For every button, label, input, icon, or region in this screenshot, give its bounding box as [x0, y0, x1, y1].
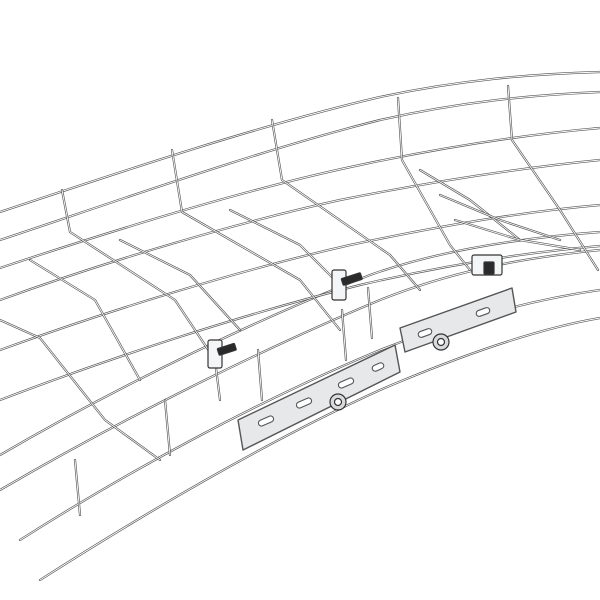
- bolt-with-clamp-3: [471, 254, 503, 276]
- bolt-with-clamp-1: [207, 339, 237, 369]
- bolt-with-clamp-2: [331, 269, 363, 301]
- splice-plate-right: [399, 287, 517, 353]
- flange-nut-1: [329, 393, 347, 411]
- wire-mesh-tray-bend: [0, 70, 600, 582]
- transverse-wires: [0, 84, 600, 462]
- splice-plate-left: [237, 344, 401, 451]
- outer-side-posts: [73, 286, 374, 517]
- flange-nut-2: [432, 333, 450, 351]
- floor-wires: [0, 158, 600, 402]
- inner-side-rails: [0, 70, 600, 270]
